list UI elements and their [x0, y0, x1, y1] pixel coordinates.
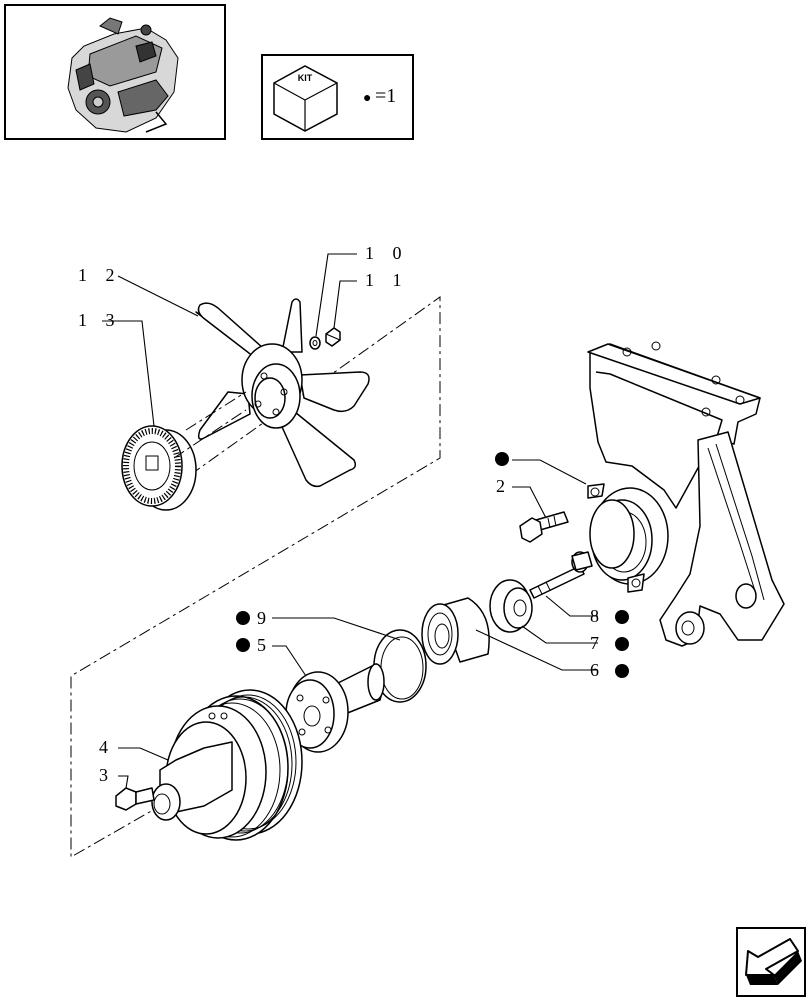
- seal-washer: [489, 579, 533, 633]
- kit-bullet-9: [236, 611, 250, 625]
- assembly-frame: [70, 296, 441, 858]
- pulley: [151, 689, 303, 841]
- callout-6: 6: [590, 660, 606, 680]
- callout-7: 7: [590, 633, 606, 653]
- engine-icon: [67, 17, 179, 133]
- callout-5: 5: [257, 635, 273, 655]
- kit-bullet-5: [236, 638, 250, 652]
- fan-axis-line: [173, 409, 247, 459]
- kit-legend: KIT ● =1: [261, 54, 414, 140]
- engine-thumbnail: [4, 4, 226, 140]
- kit-bullet-7: [615, 637, 629, 651]
- leader-lines: [102, 253, 598, 789]
- pump-housing: [587, 341, 785, 647]
- washer: [309, 336, 321, 350]
- housing-gasket: [589, 499, 635, 569]
- next-page-button[interactable]: [736, 927, 806, 997]
- bearing: [421, 597, 490, 665]
- fan-axis-line-2: [185, 391, 247, 431]
- callout-2: 2: [496, 476, 512, 496]
- callout-12: 1 2: [78, 265, 122, 285]
- callout-13: 1 3: [78, 310, 122, 330]
- callout-3: 3: [99, 765, 115, 785]
- kit-badge-text: KIT: [298, 73, 313, 83]
- viscous-coupling: [121, 425, 197, 511]
- kit-bullet-6: [615, 664, 629, 678]
- callout-4: 4: [99, 737, 115, 757]
- next-page-arrow-icon: [745, 938, 802, 985]
- o-ring: [373, 629, 427, 703]
- callout-10: 1 0: [365, 243, 409, 263]
- pulley-bolt: [115, 787, 155, 811]
- kit-bullet-housing: [495, 452, 509, 466]
- kit-legend-text: =1: [375, 85, 396, 107]
- long-bolt: [529, 551, 593, 599]
- fan-blade: [195, 298, 370, 488]
- callout-8: 8: [590, 606, 606, 626]
- callout-9: 9: [257, 608, 273, 628]
- housing-bolt: [519, 511, 569, 543]
- kit-cube-icon: KIT ● =1: [273, 65, 396, 132]
- callout-11: 1 1: [365, 270, 409, 290]
- kit-bullet-8: [615, 610, 629, 624]
- kit-legend-symbol: ●: [363, 91, 371, 106]
- pump-shaft: [285, 663, 385, 753]
